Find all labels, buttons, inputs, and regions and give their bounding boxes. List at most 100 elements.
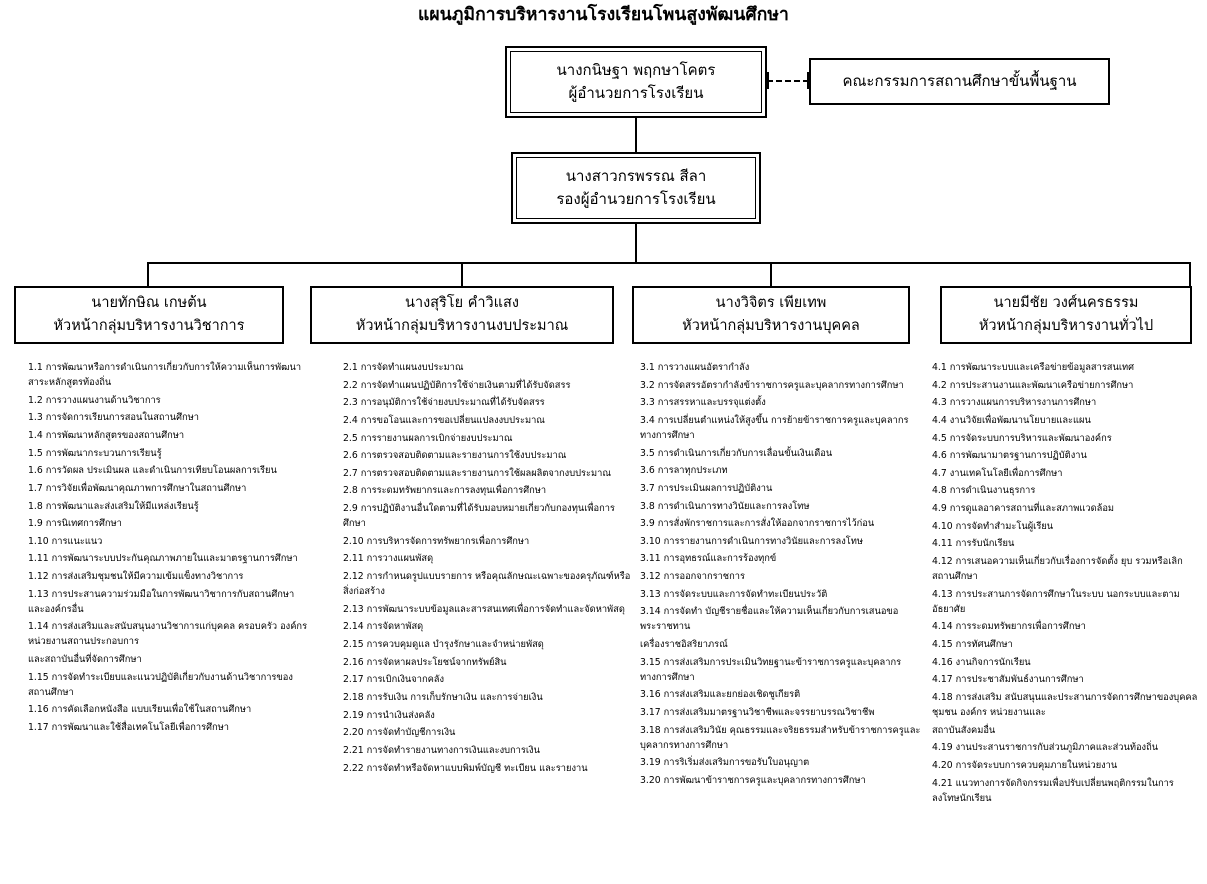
dept-box-academic[interactable]: นายทักษิณ เกษต้น หัวหน้ากลุ่มบริหารงานวิ… [14,286,284,344]
director-name: นางกนิษฐา พฤกษาโคตร [556,60,716,79]
task-item: 4.19 งานประสานราชการกับส่วนภูมิภาคและส่ว… [932,742,1159,754]
task-item: 4.15 การทัศนศึกษา [932,639,1013,651]
task-item: 1.1 การพัฒนาหรือการดำเนินการเกี่ยวกับการ… [28,362,302,389]
task-item: 3.12 การออกจากราชการ [640,571,745,583]
task-item: 3.8 การดำเนินการทางวินัยและการลงโทษ [640,500,810,512]
task-item: และสถาบันอื่นที่จัดการศึกษา [28,654,142,666]
task-item: 2.9 การปฏิบัติงานอื่นใดตามที่ได้รับมอบหม… [343,503,615,530]
director-box[interactable]: นางกนิษฐา พฤกษาโคตร ผู้อำนวยการโรงเรียน [505,46,767,118]
task-item: 3.6 การลาทุกประเภท [640,465,728,477]
task-item: 2.8 การระดมทรัพยากรและการลงทุนเพื่อการศึ… [343,485,547,497]
school-board-box[interactable]: คณะกรรมการสถานศึกษาขั้นพื้นฐาน [809,58,1110,105]
task-item: 1.14 การส่งเสริมและสนับสนุนงานวิชาการแก่… [28,621,308,648]
dept-head-name-general: นายมีชัย วงศ์นครธรรม [993,294,1139,311]
page-title: แผนภูมิการบริหารงานโรงเรียนโพนสูงพัฒนศึก… [418,5,789,25]
task-item: 3.5 การดำเนินการเกี่ยวกับการเลื่อนขั้นเง… [640,447,833,459]
task-list-personnel: 3.1 การวางแผนอัตรากำลัง 3.2 การจัดสรรอัตร… [640,360,930,791]
task-item: 2.10 การบริหารจัดการทรัพยากรเพื่อการศึกษ… [343,535,530,547]
connector-director-to-deputy [635,118,637,152]
task-item: 2.22 การจัดทำหรือจัดหาแบบพิมพ์บัญชี ทะเบ… [343,762,588,774]
task-item: 3.4 การเปลี่ยนตำแหน่งให้สูงขึ้น การย้ายข… [640,414,909,441]
dept-head-name-academic: นายทักษิณ เกษต้น [91,294,207,311]
task-item: 3.1 การวางแผนอัตรากำลัง [640,362,750,373]
task-item: 3.18 การส่งเสริมวินัย คุณธรรมและจริยธรรม… [640,724,921,751]
task-item: 2.20 การจัดทำบัญชีการเงิน [343,727,456,739]
dept-head-title-general: หัวหน้ากลุ่มบริหารงานทั่วไป [978,318,1154,334]
task-list-budget: 2.1 การจัดทำแผนงบประมาณ 2.2 การจัดทำแผนปฏ… [343,360,631,778]
task-item: 2.7 การตรวจสอบติดตามและรายงานการใช้ผลผลิ… [343,467,611,479]
task-item: 4.12 การเสนอความเห็นเกี่ยวกับเรื่องการจั… [932,556,1183,583]
task-item: 2.2 การจัดทำแผนปฏิบัติการใช้จ่ายเงินตามท… [343,379,571,391]
task-item: 1.2 การวางแผนงานด้านวิชาการ [28,394,161,406]
task-item: 3.20 การพัฒนาข้าราชการครูและบุคลากรทางกา… [640,775,866,786]
task-item: 3.3 การสรรหาและบรรจุแต่งตั้ง [640,397,766,409]
task-item: 3.16 การส่งเสริมและยกย่องเชิดชูเกียรติ [640,689,801,701]
task-item: 1.8 การพัฒนาและส่งเสริมให้มีแหล่งเรียนรู… [28,500,199,512]
task-item: 2.12 การกำหนดรูปแบบรายการ หรือคุณลักษณะเ… [343,571,631,598]
task-item: 1.9 การนิเทศการศึกษา [28,518,122,530]
task-item: 2.17 การเบิกเงินจากคลัง [343,674,445,686]
task-item: 1.3 การจัดการเรียนการสอนในสถานศึกษา [28,412,199,424]
task-item: 2.1 การจัดทำแผนงบประมาณ [343,362,464,373]
task-item: 1.16 การคัดเลือกหนังสือ แบบเรียนเพื่อใช้… [28,704,252,716]
task-item: 1.6 การวัดผล ประเมินผล และดำเนินการเทียบ… [28,465,277,477]
task-item: 4.3 การวางแผนการบริหารงานการศึกษา [932,397,1097,409]
deputy-director-position: รองผู้อำนวยการโรงเรียน [556,190,716,208]
task-item: 3.19 การริเริ่มส่งเสริมการขอรับใบอนุญาต [640,757,810,769]
task-item: 2.16 การจัดหาผลประโยชน์จากทรัพย์สิน [343,656,507,668]
task-item: สถาบันสังคมอื่น [932,724,996,736]
task-item: 4.18 การส่งเสริม สนับสนุนและประสานการจัด… [932,691,1198,719]
task-item: เครื่องราชอิสริยาภรณ์ [640,639,728,651]
task-item: 2.5 การรายงานผลการเบิกจ่ายงบประมาณ [343,432,513,444]
dept-head-name-budget: นางสุริโย คำวิแสง [405,294,519,311]
school-board-label: คณะกรรมการสถานศึกษาขั้นพื้นฐาน [842,71,1077,90]
connector-drop-general [1189,262,1191,286]
connector-dashed-cap-left [767,72,769,89]
dept-box-personnel[interactable]: นางวิจิตร เพียเทพ หัวหน้ากลุ่มบริหารงานบ… [632,286,910,344]
task-item: 2.21 การจัดทำรายงานทางการเงินและงบการเงิ… [343,744,540,756]
task-item: 4.13 การประสานการจัดการศึกษาในระบบ นอกระ… [932,588,1180,615]
task-item: 1.15 การจัดทำระเบียบและแนวปฏิบัติเกี่ยวก… [28,671,293,698]
task-item: 2.19 การนำเงินส่งคลัง [343,709,435,721]
connector-drop-budget [461,262,463,286]
dept-head-title-budget: หัวหน้ากลุ่มบริหารงานงบประมาณ [355,318,569,334]
connector-dashed-cap-right [807,72,809,89]
dept-head-name-personnel: นางวิจิตร เพียเทพ [715,294,827,311]
task-item: 4.6 การพัฒนามาตรฐานการปฏิบัติงาน [932,450,1087,462]
task-item: 3.13 การจัดระบบและการจัดทำทะเบียนประวัติ [640,588,828,600]
task-item: 4.9 การดูแลอาคารสถานที่และสภาพแวดล้อม [932,503,1115,515]
task-item: 2.11 การวางแผนพัสดุ [343,553,434,565]
task-item: 4.7 งานเทคโนโลยีเพื่อการศึกษา [932,467,1063,479]
connector-horizontal-bus [147,262,1191,264]
deputy-director-box[interactable]: นางสาวกรพรรณ สีลา รองผู้อำนวยการโรงเรียน [511,152,761,224]
task-item: 1.17 การพัฒนาและใช้สื่อเทคโนโลยีเพื่อการ… [28,722,230,734]
task-list-academic: 1.1 การพัฒนาหรือการดำเนินการเกี่ยวกับการ… [28,360,308,738]
task-item: 2.13 การพัฒนาระบบข้อมูลและสารสนเทศเพื่อก… [343,603,625,615]
connector-drop-academic [147,262,149,286]
task-item: 1.12 การส่งเสริมชุมชนให้มีความเข้มแข็งทา… [28,571,244,583]
task-item: 1.5 การพัฒนากระบวนการเรียนรู้ [28,447,162,459]
task-item: 3.11 การอุทธรณ์และการร้องทุกข์ [640,553,777,565]
task-item: 4.2 การประสานงานและพัฒนาเครือข่ายการศึกษ… [932,379,1134,391]
dept-box-general[interactable]: นายมีชัย วงศ์นครธรรม หัวหน้ากลุ่มบริหารง… [940,286,1192,344]
task-item: 3.14 การจัดทำ บัญชีรายชื่อและให้ความเห็น… [640,606,899,633]
task-item: 2.18 การรับเงิน การเก็บรักษาเงิน และการจ… [343,691,543,703]
task-item: 4.4 งานวิจัยเพื่อพัฒนานโยบายและแผน [932,414,1091,426]
task-item: 4.11 การรับนักเรียน [932,538,1015,550]
task-item: 3.10 การรายงานการดำเนินการทางวินัยและการ… [640,535,864,547]
task-item: 4.14 การระดมทรัพยากรเพื่อการศึกษา [932,621,1086,633]
dept-box-budget[interactable]: นางสุริโย คำวิแสง หัวหน้ากลุ่มบริหารงานง… [310,286,614,344]
task-item: 1.10 การแนะแนว [28,535,103,547]
task-item: 4.10 การจัดทำสำมะโนผู้เรียน [932,520,1054,532]
connector-dashed-director-to-board [767,80,809,82]
task-item: 4.17 การประชาสัมพันธ์งานการศึกษา [932,674,1084,686]
dept-head-title-academic: หัวหน้ากลุ่มบริหารงานวิชาการ [53,318,245,334]
task-item: 3.17 การส่งเสริมมาตรฐานวิชาชีพและจรรยาบร… [640,707,875,719]
task-item: 3.2 การจัดสรรอัตรากำลังข้าราชการครูและบุ… [640,379,904,391]
task-item: 3.9 การสั่งพักราชการและการสั่งให้ออกจากร… [640,518,875,530]
task-item: 1.4 การพัฒนาหลักสูตรของสถานศึกษา [28,429,185,441]
task-item: 2.6 การตรวจสอบติดตามและรายงานการใช้งบประ… [343,450,567,462]
connector-deputy-to-bus [635,224,637,264]
task-item: 4.21 แนวทางการจัดกิจกรรมเพื่อปรับเปลี่ยน… [932,777,1174,804]
task-item: 2.4 การขอโอนและการขอเปลี่ยนแปลงงบประมาณ [343,414,545,426]
